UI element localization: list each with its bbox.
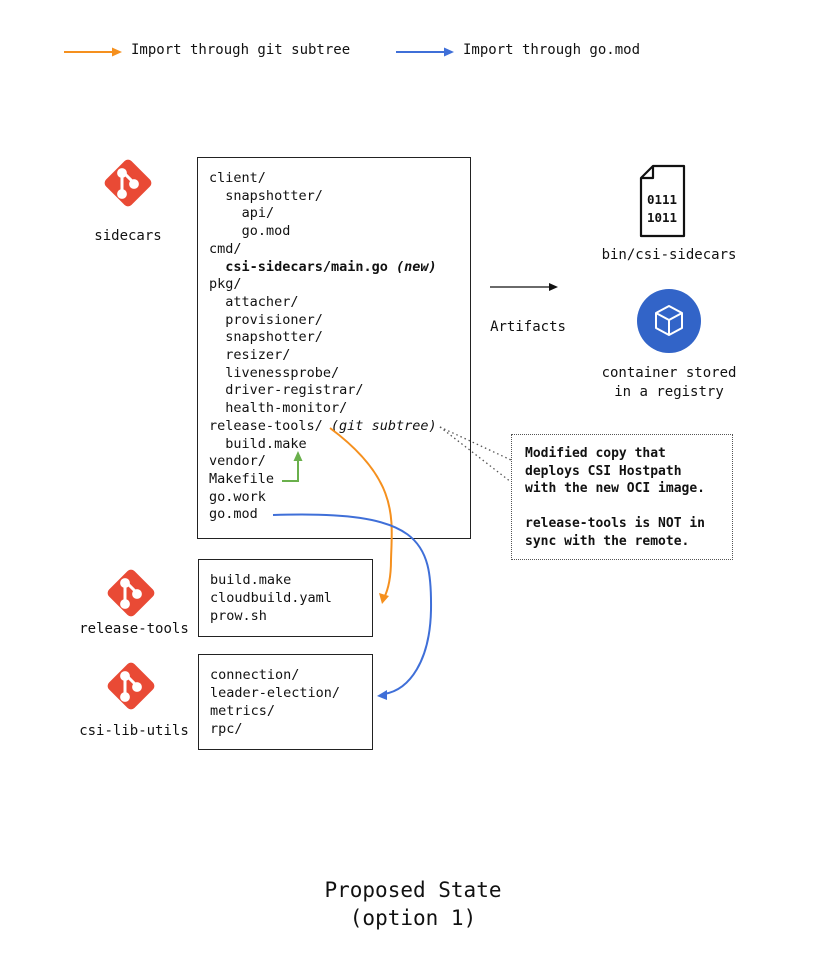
file-tree-entry: livenessprobe/ <box>225 365 339 383</box>
file-tree-entry: Makefile <box>209 471 274 489</box>
file-tree-entry-name: client/ <box>209 170 266 186</box>
orange-arrow-head <box>379 593 389 604</box>
container-caption-line-1: container stored <box>601 365 737 381</box>
file-tree-entry-name: go.work <box>209 488 266 505</box>
file-tree-entry: client/ <box>209 170 266 188</box>
file-tree-entry-name: go.mod <box>241 223 291 240</box>
git-icon <box>107 662 155 710</box>
git-icon <box>107 569 155 617</box>
file-tree-entry-name: snapshotter/ <box>225 329 323 346</box>
legend-orange-arrow <box>64 47 122 57</box>
container-caption-line-2: in a registry <box>614 384 724 400</box>
legend-orange-label: Import through git subtree <box>131 42 351 58</box>
binary-caption: bin/csi-sidecars <box>601 247 737 263</box>
file-tree-entry-name: driver-registrar/ <box>225 382 364 399</box>
file-entry: prow.sh <box>210 608 267 624</box>
file-tree-entry-name: release-tools/ <box>209 417 323 434</box>
file-tree-entry: pkg/ <box>209 276 242 294</box>
diagram-title-line-1: Proposed State <box>324 878 502 902</box>
release-tools-box: build.make cloudbuild.yaml prow.sh <box>198 559 373 637</box>
git-icon <box>104 159 152 207</box>
file-tree-entry-name: livenessprobe/ <box>225 364 340 381</box>
file-tree-entry-name: attacher/ <box>225 293 299 310</box>
note-line: with the new OCI image. <box>525 481 706 496</box>
file-entry: connection/ <box>210 667 300 683</box>
file-entry: rpc/ <box>210 721 243 737</box>
file-tree-entry: release-tools/ (git subtree) <box>209 418 437 436</box>
green-arrow-head <box>293 451 303 461</box>
file-tree-entry: health-monitor/ <box>225 400 347 418</box>
file-tree-entry-name: csi-sidecars/main.go <box>225 258 388 275</box>
file-tree-entry: go.work <box>209 489 266 507</box>
note-line: sync with the remote. <box>525 533 690 549</box>
repo-label-csi-lib-utils: csi-lib-utils <box>79 723 189 739</box>
file-entry: leader-election/ <box>210 685 341 701</box>
blue-import-arrow <box>272 513 433 695</box>
repo-label-sidecars: sidecars <box>94 228 162 244</box>
file-tree-entry: build.make <box>225 436 306 454</box>
artifacts-arrow-head <box>549 283 558 291</box>
file-tree-entry: snapshotter/ <box>225 188 323 206</box>
file-tree-entry: cmd/ <box>209 241 242 259</box>
file-tree-entry: attacher/ <box>225 294 298 312</box>
file-tree-entry-name: resizer/ <box>225 347 291 363</box>
file-tree-entry-note: (new) <box>387 258 437 275</box>
file-tree-entry-name: cmd/ <box>209 240 242 257</box>
file-tree-entry-name: build.make <box>225 435 307 452</box>
diagram-title-line-2: (option 1) <box>349 906 477 930</box>
note-line: deploys CSI Hostpath <box>525 463 682 479</box>
file-tree-entry-name: go.mod <box>209 506 258 523</box>
container-cube-icon <box>637 289 701 353</box>
file-entry: metrics/ <box>210 703 276 719</box>
svg-text:0111: 0111 <box>647 192 677 207</box>
legend-blue-arrow <box>396 47 454 57</box>
file-tree-entry: go.mod <box>242 223 291 241</box>
file-entry: build.make <box>210 572 292 588</box>
file-tree-entry: snapshotter/ <box>225 329 323 347</box>
file-tree-entry: go.mod <box>209 506 258 524</box>
note-box: Modified copy that deploys CSI Hostpath … <box>511 434 733 560</box>
file-entry: cloudbuild.yaml <box>210 590 332 606</box>
green-subtree-arrow <box>282 460 299 482</box>
binary-file-icon: 0111 1011 <box>639 164 686 238</box>
file-tree-entry: resizer/ <box>225 347 290 365</box>
file-tree-entry: csi-sidecars/main.go (new) <box>225 259 436 277</box>
svg-text:1011: 1011 <box>647 210 677 225</box>
note-line: Modified copy that <box>525 446 666 461</box>
file-tree-entry-name: snapshotter/ <box>225 187 323 204</box>
file-tree-entry-name: provisioner/ <box>225 311 323 328</box>
file-tree-entry: provisioner/ <box>225 312 323 330</box>
file-tree-entry-name: pkg/ <box>209 276 242 293</box>
csi-lib-utils-box: connection/ leader-election/ metrics/ rp… <box>198 654 373 750</box>
file-tree-entry-note: (git subtree) <box>322 417 437 434</box>
legend-blue-label: Import through go.mod <box>463 42 641 58</box>
file-tree-entry: vendor/ <box>209 453 266 471</box>
file-tree-entry-name: vendor/ <box>209 453 266 470</box>
note-connector-line <box>439 426 512 483</box>
file-tree-entry-name: Makefile <box>209 470 275 487</box>
artifacts-label: Artifacts <box>490 319 566 335</box>
blue-arrow-head <box>377 690 387 700</box>
repo-label-release-tools: release-tools <box>79 621 189 637</box>
file-tree-entry-name: health-monitor/ <box>225 400 348 417</box>
file-tree-entry: driver-registrar/ <box>225 382 363 400</box>
note-line: release-tools is NOT in <box>525 516 706 531</box>
orange-import-arrow <box>329 427 393 599</box>
file-tree-entry-name: api/ <box>241 205 275 222</box>
file-tree-entry: api/ <box>242 205 275 223</box>
